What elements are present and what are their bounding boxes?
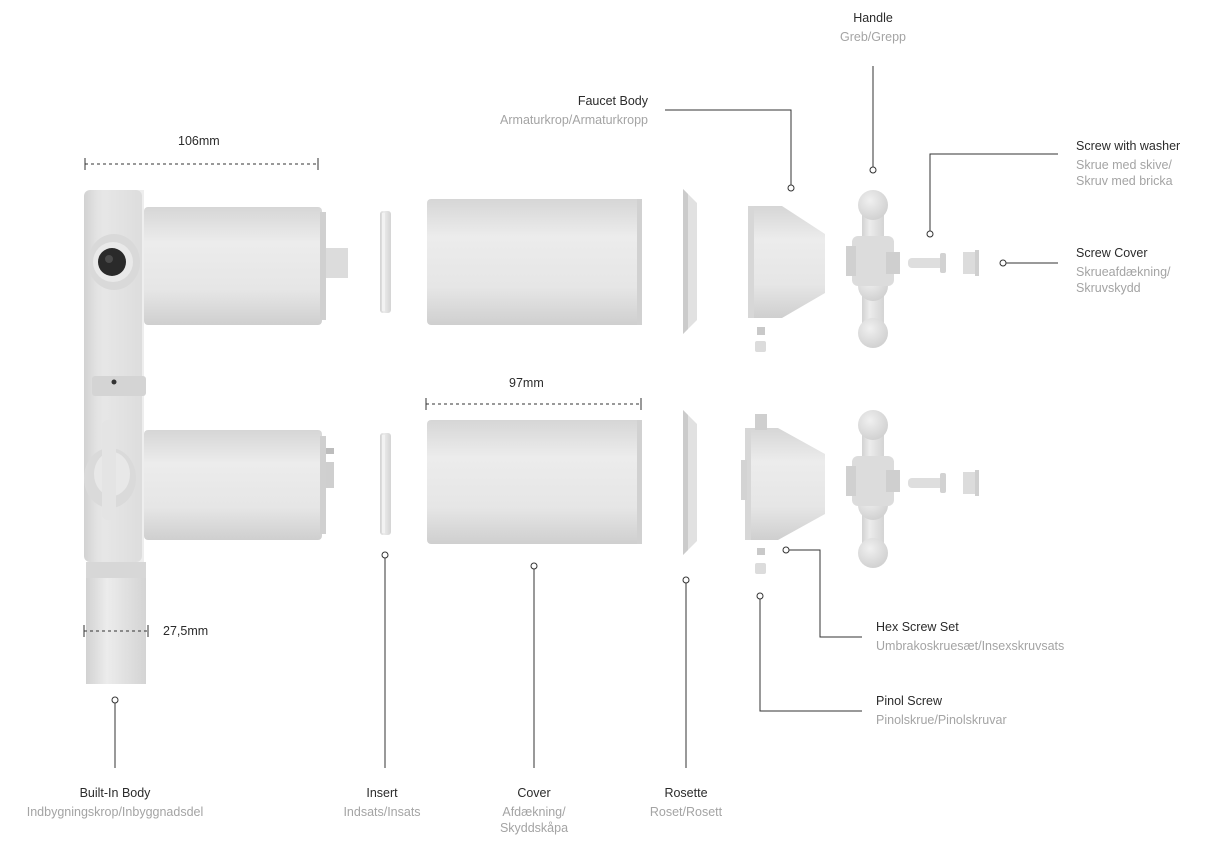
label-hex-screw-set-name: Hex Screw Set [876, 620, 959, 634]
label-screw-cover: Screw Cover Skrueafdækning/ Skruvskydd [1076, 245, 1171, 296]
insert-rings [380, 211, 391, 535]
label-built-in-body-translation: Indbygningskrop/Inbyggnadsdel [26, 805, 204, 819]
label-insert-translation: Indsats/Insats [343, 805, 421, 819]
label-pinol-screw-name: Pinol Screw [876, 694, 942, 708]
faucet-body-parts [741, 206, 825, 574]
cross-handle-bottom [846, 410, 900, 568]
rosette-plates [683, 189, 697, 555]
label-faucet-body-name: Faucet Body [577, 94, 648, 108]
label-rosette-name: Rosette [664, 786, 708, 800]
label-screw-cover-translation-1: Skrueafdækning/ [1076, 265, 1171, 279]
label-hex-screw-set-translation: Umbrakoskruesæt/Insexskruvsats [876, 639, 1065, 653]
label-insert-name: Insert [366, 786, 398, 800]
label-faucet-body: Faucet Body Armaturkrop/Armaturkropp [468, 93, 648, 128]
built-in-body [84, 190, 348, 684]
label-pinol-screw: Pinol Screw Pinolskrue/Pinolskruvar [876, 693, 1007, 728]
cross-handle-top [846, 190, 900, 348]
label-built-in-body: Built-In Body Indbygningskrop/Inbyggnads… [0, 785, 230, 820]
label-cover-name: Cover [517, 786, 551, 800]
label-faucet-body-translation: Armaturkrop/Armaturkropp [500, 113, 648, 127]
label-handle-name: Handle [853, 11, 893, 25]
cover-cylinders [427, 199, 642, 544]
label-insert: Insert Indsats/Insats [322, 785, 442, 820]
label-cover-translation-1: Afdækning/ [502, 805, 566, 819]
label-screw-with-washer-translation-2: Skruv med bricka [1076, 174, 1173, 188]
label-screw-cover-translation-2: Skruvskydd [1076, 281, 1141, 295]
label-cover-translation-2: Skyddskåpa [499, 821, 569, 835]
label-screw-with-washer: Screw with washer Skrue med skive/ Skruv… [1076, 138, 1180, 189]
label-handle: Handle Greb/Grepp [813, 10, 933, 45]
label-screw-with-washer-translation-1: Skrue med skive/ [1076, 158, 1172, 172]
dimension-lines [83, 158, 642, 637]
label-built-in-body-name: Built-In Body [79, 786, 151, 800]
label-rosette-translation: Roset/Rosett [649, 805, 723, 819]
label-handle-translation: Greb/Grepp [839, 30, 906, 44]
label-rosette: Rosette Roset/Rosett [626, 785, 746, 820]
label-cover: Cover Afdækning/ Skyddskåpa [474, 785, 594, 836]
leader-lines [111, 66, 1058, 768]
label-hex-screw-set: Hex Screw Set Umbrakoskruesæt/Insexskruv… [876, 619, 1064, 654]
label-screw-with-washer-name: Screw with washer [1076, 139, 1181, 153]
dimension-27-5mm: 27,5mm [163, 624, 209, 638]
screws-and-covers [908, 250, 979, 496]
dimension-106mm: 106mm [178, 134, 220, 148]
label-pinol-screw-translation: Pinolskrue/Pinolskruvar [876, 713, 1007, 727]
label-screw-cover-name: Screw Cover [1076, 246, 1148, 260]
dimension-97mm: 97mm [509, 376, 544, 390]
